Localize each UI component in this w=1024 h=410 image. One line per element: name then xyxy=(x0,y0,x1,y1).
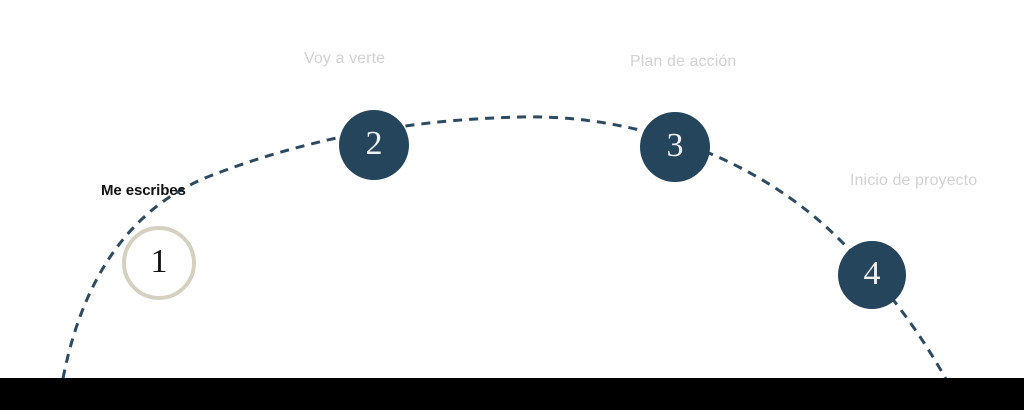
step-label-4: Inicio de proyecto xyxy=(850,172,978,189)
step-label-1: Me escribes xyxy=(101,182,186,199)
step-number-2: 2 xyxy=(365,125,383,162)
footer-bar xyxy=(0,378,1024,410)
step-node-3[interactable]: 3 xyxy=(640,112,710,182)
step-number-4: 4 xyxy=(863,255,881,292)
step-number-3: 3 xyxy=(666,127,684,164)
step-label-2: Voy a verte xyxy=(304,50,386,67)
step-node-1[interactable]: 1 xyxy=(122,226,196,300)
step-number-1: 1 xyxy=(150,243,168,280)
step-node-4[interactable]: 4 xyxy=(838,241,906,309)
step-node-2[interactable]: 2 xyxy=(339,110,409,180)
step-label-3: Plan de acción xyxy=(630,53,737,70)
